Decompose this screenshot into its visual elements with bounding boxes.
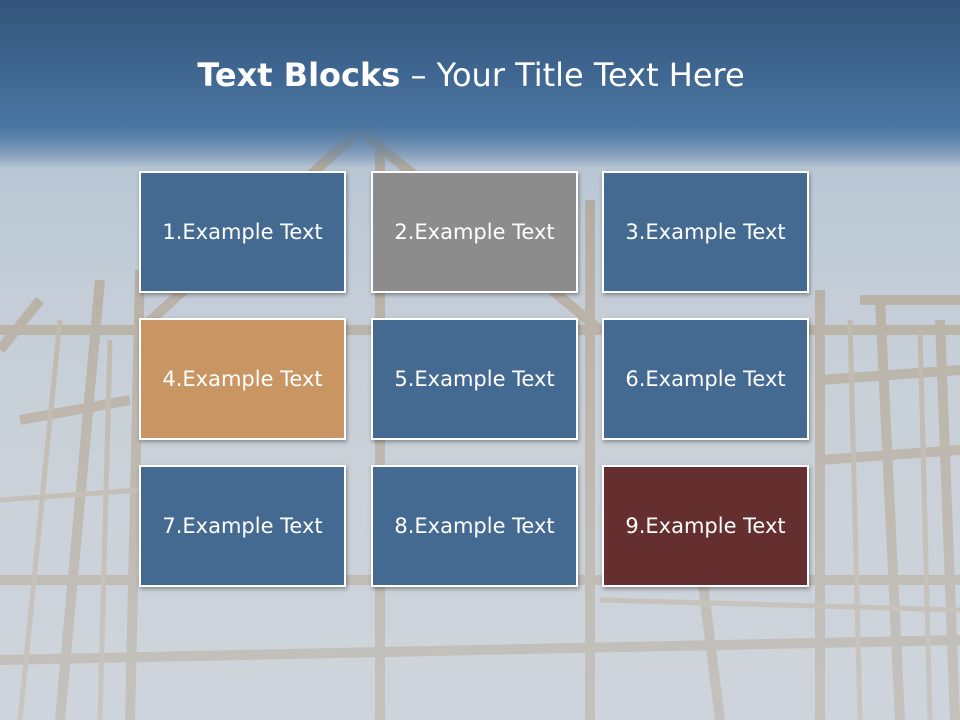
text-block-label: 8.Example Text [394, 514, 555, 538]
title-dash: – [400, 56, 437, 94]
text-block-label: 2.Example Text [394, 220, 555, 244]
text-block-1[interactable]: 1.Example Text [139, 171, 346, 293]
title-bold: Text Blocks [197, 56, 401, 94]
text-block-4[interactable]: 4.Example Text [139, 318, 346, 440]
text-block-label: 5.Example Text [394, 367, 555, 391]
text-block-8[interactable]: 8.Example Text [371, 465, 578, 587]
text-block-2[interactable]: 2.Example Text [371, 171, 578, 293]
slide-title: Text Blocks – Your Title Text Here [0, 56, 942, 94]
title-band [0, 0, 960, 168]
text-block-label: 4.Example Text [162, 367, 323, 391]
text-block-label: 6.Example Text [625, 367, 786, 391]
text-block-7[interactable]: 7.Example Text [139, 465, 346, 587]
title-rest: Your Title Text Here [436, 56, 745, 94]
text-block-3[interactable]: 3.Example Text [602, 171, 809, 293]
text-block-label: 3.Example Text [625, 220, 786, 244]
text-block-6[interactable]: 6.Example Text [602, 318, 809, 440]
text-block-5[interactable]: 5.Example Text [371, 318, 578, 440]
text-block-label: 1.Example Text [162, 220, 323, 244]
text-block-label: 9.Example Text [625, 514, 786, 538]
text-block-9[interactable]: 9.Example Text [602, 465, 809, 587]
text-block-label: 7.Example Text [162, 514, 323, 538]
